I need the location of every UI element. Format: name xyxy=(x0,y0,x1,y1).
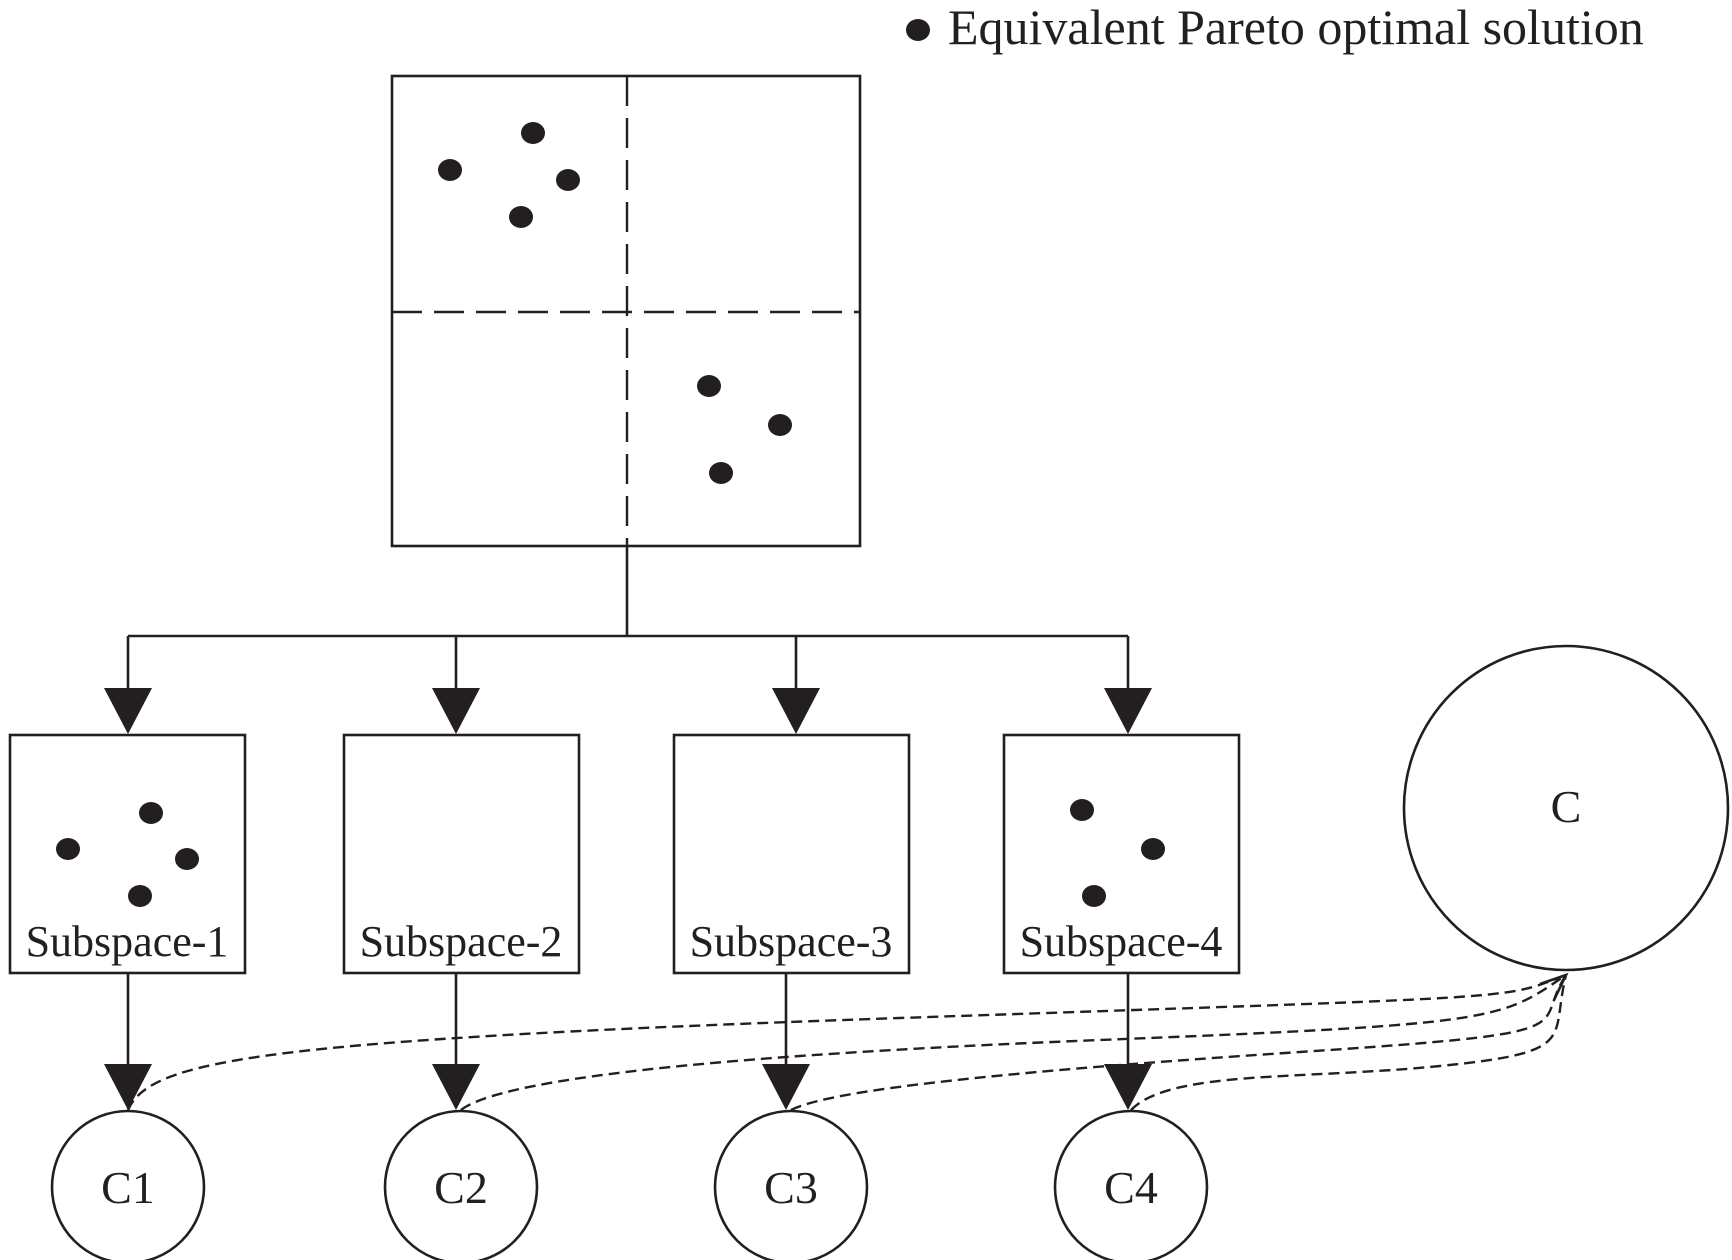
pareto-point xyxy=(139,802,163,824)
cluster-c2-circle xyxy=(383,1109,539,1260)
subspace-4-label: Subspace-4 xyxy=(1020,917,1223,966)
merge-curve-c1 xyxy=(126,973,1567,1111)
pareto-point xyxy=(175,848,199,870)
legend-label: Equivalent Pareto optimal solution xyxy=(948,0,1644,55)
pareto-point xyxy=(56,838,80,860)
cluster-c4: C4 xyxy=(1053,1109,1209,1260)
subspace-3-box xyxy=(672,733,911,975)
subspace-3-label: Subspace-3 xyxy=(690,917,893,966)
cluster-c1-label: C1 xyxy=(101,1162,155,1213)
merge-curve-c4 xyxy=(1130,974,1568,1111)
merge-arrowhead-icon xyxy=(1539,972,1569,1001)
cluster-bottom-right xyxy=(697,375,792,484)
cluster-c1-circle xyxy=(50,1109,206,1260)
pareto-point xyxy=(128,885,152,907)
pareto-point xyxy=(521,122,545,144)
subspace-1-label: Subspace-1 xyxy=(26,917,229,966)
arrowhead-c2 xyxy=(432,1064,480,1110)
cluster-c4-circle xyxy=(1053,1109,1209,1260)
cluster-c3: C3 xyxy=(713,1109,869,1260)
arrowhead-3 xyxy=(772,688,820,734)
pareto-point xyxy=(556,169,580,191)
pareto-point xyxy=(509,206,533,228)
merged-cluster-circle xyxy=(1402,644,1730,972)
merged-cluster-label: C xyxy=(1551,781,1582,832)
merge-curve-c2 xyxy=(460,974,1567,1111)
merged-cluster: C xyxy=(1402,644,1730,972)
split-connector xyxy=(104,546,1152,734)
arrowhead-c3 xyxy=(762,1064,810,1110)
solution-space xyxy=(390,74,862,548)
cluster-top-left xyxy=(438,122,580,228)
cluster-c2: C2 xyxy=(383,1109,539,1260)
pareto-point xyxy=(438,159,462,181)
cluster-c3-label: C3 xyxy=(764,1162,818,1213)
cluster-c4-label: C4 xyxy=(1104,1162,1158,1213)
pareto-point xyxy=(1070,799,1094,821)
subspace-2-box xyxy=(342,733,581,975)
subspace-3: Subspace-3 xyxy=(672,733,911,975)
pareto-point xyxy=(709,462,733,484)
cluster-c3-circle xyxy=(713,1109,869,1260)
legend-dot-icon xyxy=(906,19,930,41)
pareto-point xyxy=(1141,838,1165,860)
subspace-4-box xyxy=(1002,733,1241,975)
cluster-c2-label: C2 xyxy=(434,1162,488,1213)
merge-curves xyxy=(126,972,1569,1112)
merge-curve-c3 xyxy=(790,974,1568,1112)
subspace-to-cluster-arrows xyxy=(104,973,1152,1110)
arrowhead-1 xyxy=(104,688,152,734)
arrowhead-4 xyxy=(1104,688,1152,734)
subspace-2: Subspace-2 xyxy=(342,733,581,975)
arrowhead-c4 xyxy=(1104,1064,1152,1110)
subspace-4: Subspace-4 xyxy=(1002,733,1241,975)
subspace-2-label: Subspace-2 xyxy=(360,917,563,966)
cluster-c1: C1 xyxy=(50,1109,206,1260)
arrowhead-2 xyxy=(432,688,480,734)
pareto-point xyxy=(768,414,792,436)
arrowhead-c1 xyxy=(104,1064,152,1110)
legend: Equivalent Pareto optimal solution xyxy=(906,0,1644,55)
pareto-point xyxy=(697,375,721,397)
subspace-1: Subspace-1 xyxy=(8,733,247,975)
pareto-point xyxy=(1082,885,1106,907)
